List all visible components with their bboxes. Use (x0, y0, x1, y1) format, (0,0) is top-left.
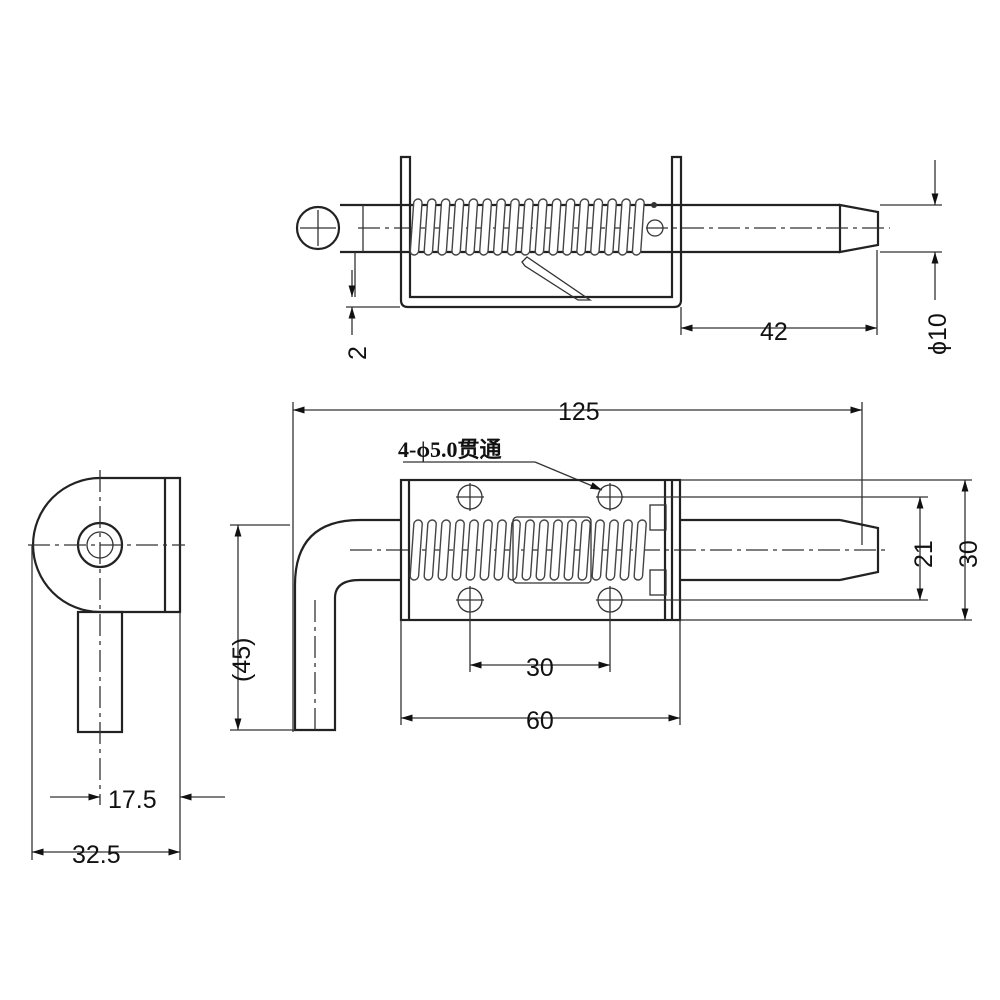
spring-coil (591, 519, 605, 581)
dim-overall-label: 125 (558, 398, 600, 426)
spring-coil (409, 198, 423, 256)
spring-coil (577, 519, 591, 581)
spring-coil (520, 198, 534, 256)
spring-coil (534, 198, 548, 256)
hole-note-label: 4-ϕ5.0贯通 (398, 437, 502, 462)
dim-body-height-label: 30 (955, 540, 983, 568)
hole (596, 483, 624, 511)
spring-coil (562, 198, 576, 256)
spring-coil (437, 519, 451, 581)
spring-coil (437, 198, 451, 256)
spring-coil (493, 519, 507, 581)
spring-coil (535, 519, 549, 581)
spring-coil (479, 198, 493, 256)
spring-coil (465, 198, 479, 256)
spring-coil (590, 198, 604, 256)
spring-coil (423, 519, 437, 581)
spring-coil (492, 198, 507, 256)
hole (456, 483, 484, 511)
bracket (399, 155, 683, 309)
screw-icon (646, 219, 664, 237)
dim-width-label: 32.5 (72, 841, 121, 869)
spring-coil (633, 519, 647, 581)
hole (456, 586, 484, 672)
spring-coil (631, 198, 645, 256)
spring-coil (451, 519, 465, 581)
spring-coil (521, 519, 535, 581)
body (399, 478, 682, 622)
spring-coil (479, 519, 493, 581)
spring-coil (423, 198, 437, 256)
dim-leg-height-label: (45) (228, 638, 256, 682)
mounting-holes (456, 483, 624, 672)
dim-hole-vertical-label: 21 (910, 540, 938, 568)
spring-coil (465, 519, 479, 581)
knob (295, 205, 341, 251)
spring-coil (548, 198, 562, 256)
dim-tip-length-label: 42 (760, 318, 788, 346)
spring-coil (506, 198, 520, 256)
spring-coil (563, 519, 577, 581)
side-view: 17.5 32.5 (28, 470, 225, 869)
dim-gap-label: 2 (344, 346, 372, 360)
spring-front (409, 519, 647, 581)
spring-coil (617, 198, 631, 256)
spring-top (409, 198, 645, 256)
front-view: 125 4-ϕ5.0贯通 (228, 398, 983, 735)
spring-coil (507, 519, 521, 581)
top-view: 2 42 ϕ10 (295, 155, 952, 360)
spring-coil (603, 198, 618, 256)
spring-coil (605, 519, 619, 581)
pin (293, 518, 890, 732)
spring-coil (576, 198, 590, 256)
spring-coil (451, 198, 465, 256)
spring-coil (409, 519, 423, 581)
dim-hole-horizontal-label: 30 (526, 654, 554, 682)
dim-body-length-label: 60 (526, 707, 554, 735)
dim-center-label: 17.5 (108, 786, 157, 814)
hole (596, 586, 624, 672)
dim-diameter-label: ϕ10 (924, 313, 952, 355)
spring-coil (549, 519, 563, 581)
spring-coil (619, 519, 633, 581)
